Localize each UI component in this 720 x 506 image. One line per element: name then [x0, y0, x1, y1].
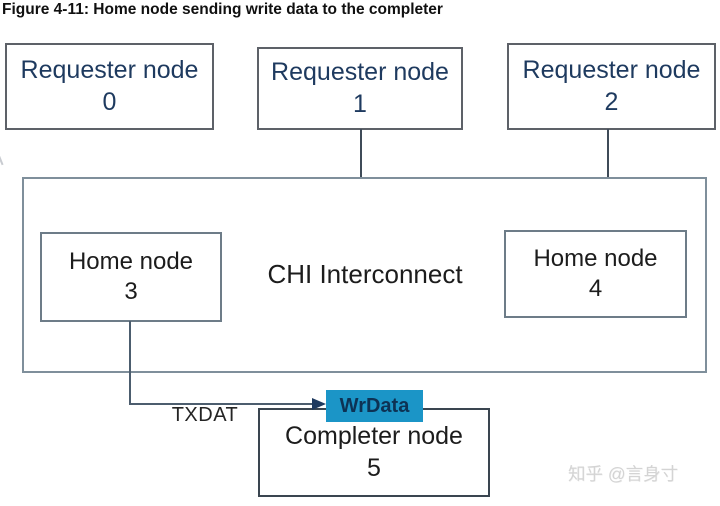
requester-node-2-id: 2	[604, 87, 619, 116]
requester-node-0-box: Requester node 0	[5, 43, 214, 130]
connector-requester2-interconnect	[607, 129, 609, 178]
txdat-channel-label: TXDAT	[171, 404, 239, 426]
connector-requester1-interconnect	[360, 129, 362, 178]
requester-node-1-id: 1	[353, 89, 367, 118]
chi-interconnect-label: CHI Interconnect	[267, 259, 463, 289]
home-node-4-id: 4	[588, 275, 603, 302]
requester-node-2-label: Requester node	[522, 56, 701, 85]
home-node-4-label: Home node	[533, 245, 658, 272]
requester-node-0-label: Requester node	[20, 56, 199, 85]
requester-node-2-box: Requester node 2	[507, 43, 716, 130]
requester-node-0-id: 0	[102, 87, 117, 116]
completer-node-5-box: Completer node 5	[258, 408, 490, 497]
requester-node-1-label: Requester node	[271, 58, 449, 87]
home-node-3-label: Home node	[68, 248, 194, 275]
completer-node-5-label: Completer node	[285, 422, 463, 451]
figure-title: Figure 4-11: Home node sending write dat…	[2, 1, 443, 18]
connector-home3-vertical	[129, 321, 131, 405]
completer-node-5-id: 5	[367, 453, 381, 482]
requester-node-1-box: Requester node 1	[257, 47, 463, 130]
home-node-3-id: 3	[124, 278, 138, 305]
home-node-4-box: Home node 4	[504, 230, 687, 318]
watermark: 知乎 @言身寸	[568, 464, 679, 484]
left-edge-artifact-line	[0, 136, 4, 166]
arrowhead-icon	[312, 398, 326, 410]
wrdata-message-badge: WrData	[326, 390, 423, 422]
connector-home3-horizontal	[129, 403, 323, 405]
home-node-3-box: Home node 3	[40, 232, 222, 322]
